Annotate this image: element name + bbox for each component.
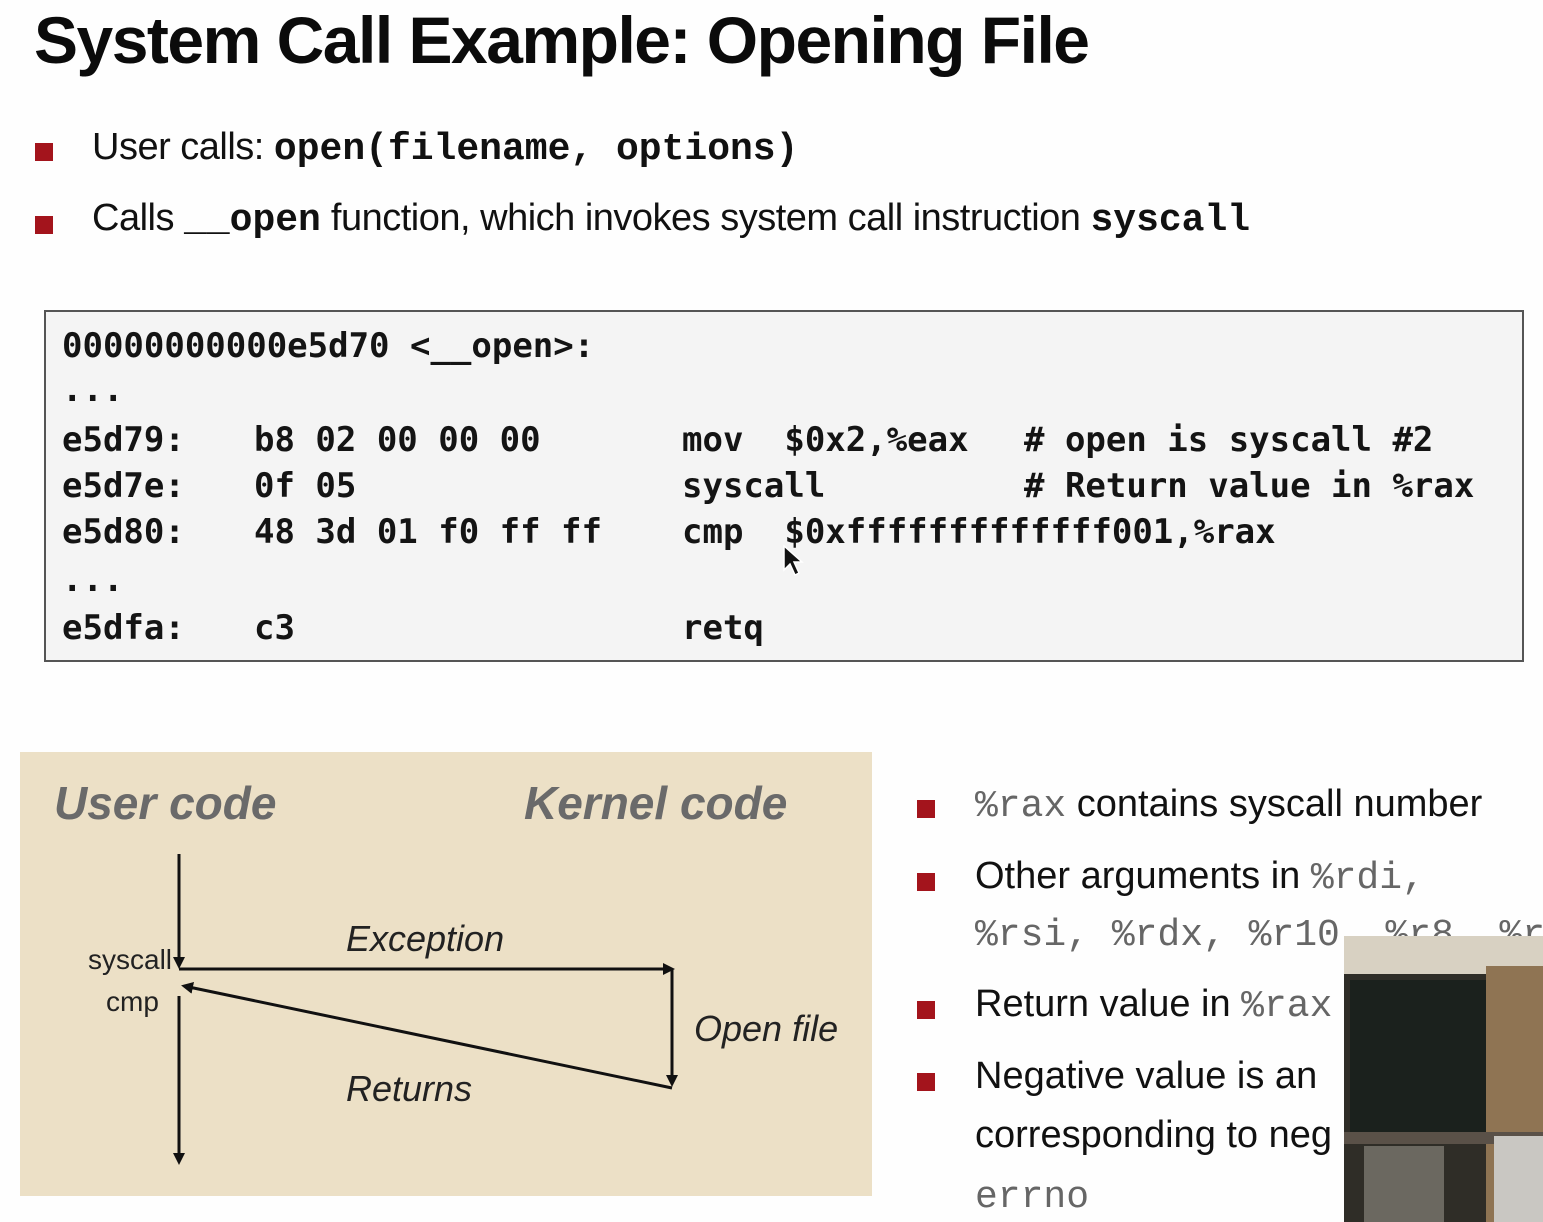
kernel-code-label: Kernel code: [524, 777, 788, 829]
bullet-other-args: Other arguments in %rdi,: [975, 855, 1425, 900]
bullet-negative-value: Negative value is an: [975, 1055, 1318, 1097]
code-bytes: 48 3d 01 f0 ff ff: [254, 512, 602, 552]
bullet-code: __open: [184, 199, 321, 242]
bullet-return-value: Return value in %rax: [975, 983, 1332, 1028]
bullet-marker: [35, 143, 53, 161]
exception-label: Exception: [346, 918, 505, 959]
bullet-marker: [917, 1073, 935, 1091]
mouse-cursor-icon: [783, 544, 804, 577]
bullet-text: User calls:: [92, 126, 274, 168]
code-comment: # Return value in %rax: [1024, 466, 1475, 506]
errno-code: errno: [975, 1176, 1090, 1219]
bullet-marker: [917, 873, 935, 891]
code-addr: e5d80:: [62, 512, 185, 552]
code-comment: # open is syscall #2: [1024, 420, 1434, 460]
user-code-label: User code: [54, 777, 277, 829]
webcam-overlay: [1344, 936, 1543, 1222]
bullet-code: open(filename, options): [273, 128, 799, 171]
register-code: %rax: [1241, 985, 1333, 1028]
bullet-rax-number: %rax contains syscall number: [975, 783, 1482, 828]
disassembly-box: [44, 310, 1524, 662]
code-addr: e5dfa:: [62, 608, 185, 648]
code-ellipsis: ...: [62, 370, 124, 410]
code-ellipsis: ...: [62, 560, 124, 600]
slide-title: System Call Example: Opening File: [34, 3, 1090, 77]
syscall-label: syscall: [88, 944, 173, 975]
lecture-room-image: [1344, 936, 1543, 1222]
register-code: %rax: [975, 785, 1067, 828]
code-instr: retq: [682, 608, 764, 648]
returns-label: Returns: [346, 1068, 473, 1109]
bullet-calls-open: Calls __open function, which invokes sys…: [92, 197, 1250, 242]
bullet-marker: [917, 800, 935, 818]
bullet-negative-line2: corresponding to neg: [975, 1114, 1333, 1156]
bullet-user-calls: User calls: open(filename, options): [92, 126, 798, 171]
code-instr: cmp $0xfffffffffffff001,%rax: [682, 512, 1276, 552]
syscall-flow-diagram: User code Kernel code Exception Returns …: [20, 752, 872, 1196]
flow-arrows: [173, 854, 678, 1165]
bullet-text: contains syscall number: [1066, 783, 1483, 825]
open-file-label: Open file: [694, 1008, 839, 1049]
code-header: 00000000000e5d70 <__open>:: [62, 326, 595, 366]
code-addr: e5d7e:: [62, 466, 185, 506]
bullet-text: Return value in: [975, 983, 1242, 1025]
code-instr: mov $0x2,%eax: [682, 420, 969, 460]
bullet-marker: [917, 1001, 935, 1019]
code-instr: syscall: [682, 466, 826, 506]
bullet-code: syscall: [1090, 199, 1251, 242]
bullet-marker: [35, 216, 53, 234]
cmp-label: cmp: [106, 986, 159, 1017]
code-bytes: b8 02 00 00 00: [254, 420, 541, 460]
code-bytes: 0f 05: [254, 466, 357, 506]
code-addr: e5d79:: [62, 420, 185, 460]
bullet-text: function, which invokes system call inst…: [320, 197, 1091, 239]
bullet-text: Other arguments in: [975, 855, 1311, 897]
bullet-text: Calls: [92, 197, 185, 239]
code-bytes: c3: [254, 608, 295, 648]
register-code: %rdi,: [1310, 857, 1425, 900]
